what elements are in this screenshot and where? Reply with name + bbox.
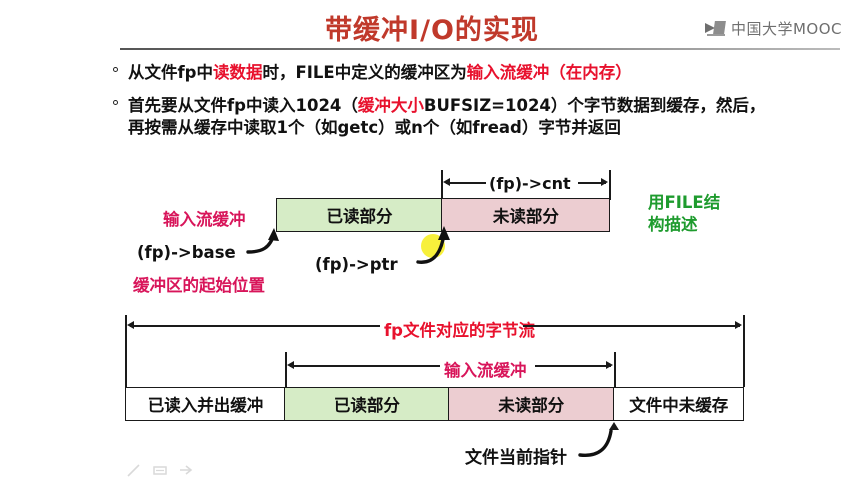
buffer-tick-right: [614, 352, 616, 387]
list-item: 首先要从文件fp中读入1024（缓冲大小BUFSIZ=1024）个字节数据到缓存…: [112, 95, 772, 140]
title-divider: [120, 48, 840, 50]
cnt-arrow-right-icon: [601, 178, 608, 186]
buffer-arrow-right-icon: [606, 361, 613, 369]
pen-icon[interactable]: [126, 462, 142, 478]
arrow-right-icon[interactable]: [178, 462, 194, 478]
page-title: 带缓冲I/O的实现: [325, 15, 539, 46]
stream-tick-left: [125, 315, 127, 387]
stream-label: fp文件对应的字节流: [384, 321, 535, 340]
current-pointer-label: 文件当前指针: [465, 448, 567, 468]
cnt-tick-right: [609, 170, 611, 200]
ptr-pointer-arrow-icon: [416, 226, 450, 264]
board-icon[interactable]: [152, 462, 168, 478]
top-segment-unread: 未读部分: [441, 198, 611, 232]
cnt-label: (fp)->cnt: [489, 174, 571, 193]
run: 缓冲大小: [357, 95, 424, 115]
book-logo-icon: [704, 20, 727, 37]
bullet-marker-icon: [113, 67, 118, 72]
bottom-segment-unread: 未读部分: [447, 387, 615, 421]
bullet-text-1: 从文件fp中读数据时，FILE中定义的缓冲区为输入流缓冲（在内存）: [128, 62, 772, 85]
run: 从文件fp中: [128, 63, 213, 82]
run: 首先要从文件fp中读入1024（: [128, 95, 358, 115]
stream-rule-right: [523, 325, 740, 327]
mooc-logo: 中国大学MOOC: [704, 18, 842, 39]
bottom-segment-uncached: 文件中未缓存: [613, 387, 745, 421]
input-buffer-label-top: 输入流缓冲: [163, 210, 246, 229]
bullet-marker-icon: [113, 99, 118, 105]
current-pointer-arrow-icon: [609, 422, 619, 430]
file-struct-note-line2: 构描述: [648, 215, 698, 234]
stream-tick-right: [743, 315, 745, 387]
cnt-rule-left: [446, 182, 486, 184]
run: BUFSIZ=1024）个字节数据到缓存，然后，再按需从缓存中读取1个（如get…: [128, 95, 766, 138]
run: 输入流缓冲（在内存）: [466, 63, 632, 82]
stream-arrow-left-icon: [127, 321, 134, 329]
buffer-rule-left: [290, 365, 440, 367]
cnt-arrow-left-icon: [443, 178, 450, 186]
stream-rule-left: [130, 325, 380, 327]
cnt-tick-left: [441, 170, 443, 200]
stream-arrow-right-icon: [735, 321, 742, 329]
buffer-arrow-left-icon: [287, 361, 294, 369]
top-segment-read: 已读部分: [276, 198, 443, 232]
run: 读数据: [213, 63, 263, 82]
bullet-list: 从文件fp中读数据时，FILE中定义的缓冲区为输入流缓冲（在内存） 首先要从文件…: [112, 62, 772, 144]
run: 时，FILE中定义的缓冲区为: [262, 63, 467, 82]
ptr-label: (fp)->ptr: [315, 255, 398, 274]
file-struct-note-line1: 用FILE结: [648, 193, 721, 212]
bottom-segment-read: 已读部分: [284, 387, 450, 421]
base-pointer-arrow-icon: [246, 228, 279, 254]
buffer-label-bottom: 输入流缓冲: [444, 361, 527, 380]
mooc-logo-text: 中国大学MOOC: [730, 20, 842, 38]
base-label: (fp)->base: [137, 243, 236, 262]
buffer-rule-right: [535, 365, 611, 367]
buffer-tick-left: [285, 352, 287, 387]
bullet-text-2: 首先要从文件fp中读入1024（缓冲大小BUFSIZ=1024）个字节数据到缓存…: [128, 95, 772, 140]
bottom-segment-flushed: 已读入并出缓冲: [125, 387, 286, 421]
cnt-rule-right: [578, 182, 606, 184]
base-sub-label: 缓冲区的起始位置: [133, 276, 265, 295]
list-item: 从文件fp中读数据时，FILE中定义的缓冲区为输入流缓冲（在内存）: [112, 62, 772, 85]
current-pointer-curve-icon: [578, 429, 613, 457]
